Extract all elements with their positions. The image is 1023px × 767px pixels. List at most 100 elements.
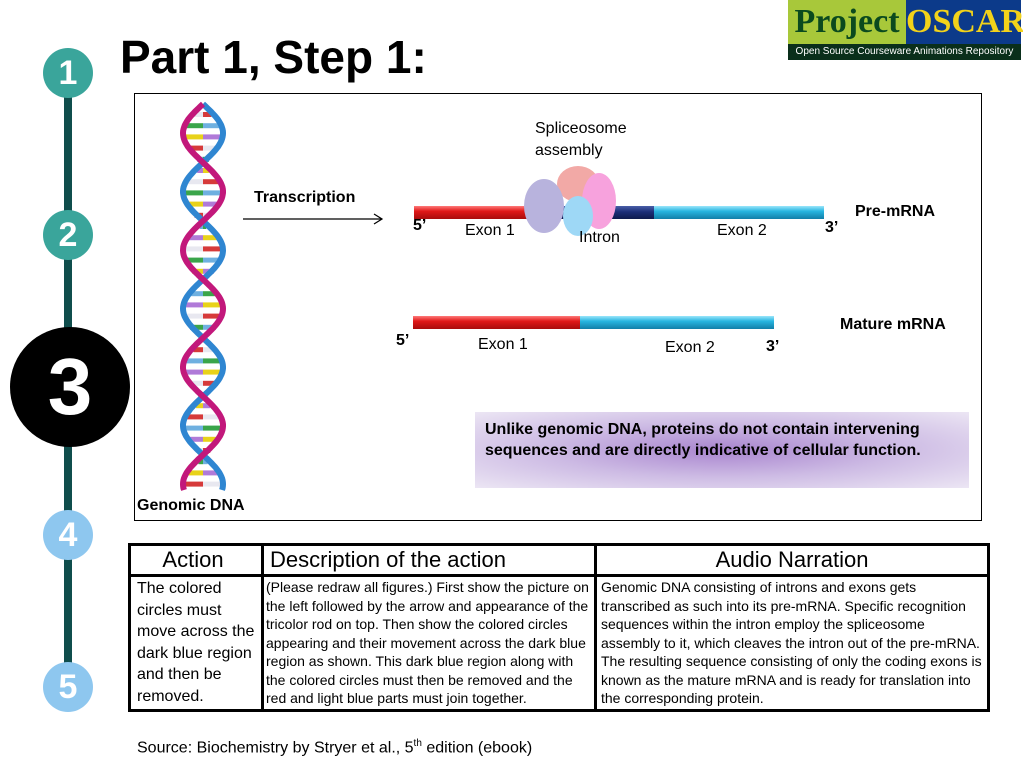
dna-base-pair <box>183 134 203 140</box>
mature-mrna-rod <box>413 316 774 329</box>
dna-base-pair <box>203 190 223 196</box>
dna-base-pair <box>198 459 203 465</box>
dna-base-pair <box>203 358 221 364</box>
step-1-circle[interactable]: 1 <box>43 48 93 98</box>
mature-mrna-exon1-label: Exon 1 <box>478 336 528 353</box>
dna-base-pair <box>189 235 203 241</box>
step-3-circle-active[interactable]: 3 <box>10 327 130 447</box>
dna-base-pair <box>188 380 203 386</box>
step-2-circle[interactable]: 2 <box>43 210 93 260</box>
dna-base-pair <box>203 414 220 420</box>
dna-base-pair <box>186 436 203 442</box>
spliceosome-purple-subunit <box>524 179 564 233</box>
dna-base-pair <box>203 470 218 476</box>
dna-base-pair <box>184 257 203 263</box>
dna-base-pair <box>197 168 203 173</box>
dna-double-helix <box>179 101 227 491</box>
dna-base-pair <box>203 123 221 129</box>
source-citation: Source: Biochemistry by Stryer et al., 5… <box>137 738 532 757</box>
page-title: Part 1, Step 1: <box>120 31 427 83</box>
dna-base-pair <box>203 112 212 117</box>
dna-base-pair <box>203 235 217 241</box>
dna-base-pair <box>184 302 203 308</box>
source-superscript: th <box>413 738 422 749</box>
dna-base-pair <box>203 403 211 409</box>
pre-mrna-intron-label: Intron <box>579 229 620 246</box>
dna-base-pair <box>191 291 203 297</box>
table-header-row: Action Description of the action Audio N… <box>128 543 990 577</box>
cell-description: (Please redraw all figures.) First show … <box>261 574 597 712</box>
dna-strand-blue <box>179 101 227 491</box>
header-audio-narration: Audio Narration <box>594 543 990 577</box>
pre-mrna-exon2-segment <box>654 206 824 219</box>
genomic-dna-label: Genomic DNA <box>137 497 245 514</box>
dna-base-pair <box>188 470 203 476</box>
source-text-suffix: edition (ebook) <box>421 739 533 757</box>
dna-base-pair <box>203 302 222 308</box>
dna-base-pair <box>203 436 220 442</box>
mature-mrna-3prime: 3’ <box>766 338 780 355</box>
dna-base-pair <box>183 246 203 252</box>
dna-base-pair <box>183 313 203 319</box>
pre-mrna-exon1-label: Exon 1 <box>465 222 515 239</box>
mature-mrna-label: Mature mRNA <box>840 316 946 333</box>
pre-mrna-3prime: 3’ <box>825 219 839 236</box>
dna-base-pair <box>203 179 219 185</box>
pre-mrna-exon2-label: Exon 2 <box>717 222 767 239</box>
dna-base-pair <box>183 190 203 196</box>
dna-base-pair <box>185 358 203 364</box>
spliceosome-cyan-subunit <box>563 196 593 236</box>
diagram-panel <box>134 93 982 521</box>
logo-word-oscar: OSCAR <box>906 0 1023 44</box>
dna-base-pair <box>203 291 215 297</box>
dna-base-pair <box>190 324 203 330</box>
mature-mrna-exon1-segment <box>413 316 580 329</box>
dna-base-pair <box>195 403 203 409</box>
spliceosome-assembly <box>524 166 616 236</box>
header-action: Action <box>128 543 264 577</box>
dna-base-pair <box>203 347 213 353</box>
dna-base-pair <box>203 459 208 465</box>
dna-base-pair <box>193 347 203 353</box>
dna-base-pairs <box>183 112 223 487</box>
header-description: Description of the action <box>261 543 597 577</box>
project-oscar-logo: Project OSCAR Open Source Courseware Ani… <box>788 0 1023 60</box>
step-4-circle[interactable]: 4 <box>43 510 93 560</box>
dna-base-pair <box>194 112 203 117</box>
dna-base-pair <box>203 134 223 140</box>
dna-strand-magenta <box>179 101 227 491</box>
mature-mrna-exon2-label: Exon 2 <box>665 339 715 356</box>
dna-base-pair <box>203 246 223 252</box>
dna-base-pair <box>203 313 223 319</box>
cell-action: The colored circles must move across the… <box>128 574 264 712</box>
mature-mrna-exon2-segment <box>580 316 774 329</box>
dna-base-pair <box>187 145 203 151</box>
dna-base-pair <box>203 324 216 330</box>
logo-word-project: Project <box>788 0 906 44</box>
dna-base-pair <box>183 425 203 431</box>
dna-base-pair <box>187 179 203 185</box>
pre-mrna-exon1-segment <box>414 206 554 219</box>
dna-base-pair <box>183 369 203 375</box>
dna-base-pair <box>183 481 203 487</box>
storyboard-table: Action Description of the action Audio N… <box>128 543 990 712</box>
dna-base-pair <box>186 414 203 420</box>
step-5-circle[interactable]: 5 <box>43 662 93 712</box>
dna-base-pair <box>203 481 223 487</box>
pre-mrna-5prime: 5’ <box>413 217 427 234</box>
dna-base-pair <box>185 123 203 129</box>
cell-narration: Genomic DNA consisting of introns and ex… <box>594 574 990 712</box>
spliceosome-label-line1: Spliceosome <box>535 120 627 137</box>
table-row: The colored circles must move across the… <box>128 574 990 712</box>
dna-base-pair <box>203 257 222 263</box>
dna-base-pair <box>203 145 219 151</box>
mature-mrna-5prime: 5’ <box>396 332 410 349</box>
dna-base-pair <box>203 369 223 375</box>
dna-base-pair <box>203 201 221 207</box>
spliceosome-label-line2: assembly <box>535 142 603 159</box>
dna-base-pair <box>203 168 209 173</box>
logo-subtitle: Open Source Courseware Animations Reposi… <box>795 46 1014 57</box>
pre-mrna-label: Pre-mRNA <box>855 203 936 220</box>
callout-note: Unlike genomic DNA, proteins do not cont… <box>475 412 969 488</box>
source-text: Source: Biochemistry by Stryer et al., 5 <box>137 739 414 757</box>
